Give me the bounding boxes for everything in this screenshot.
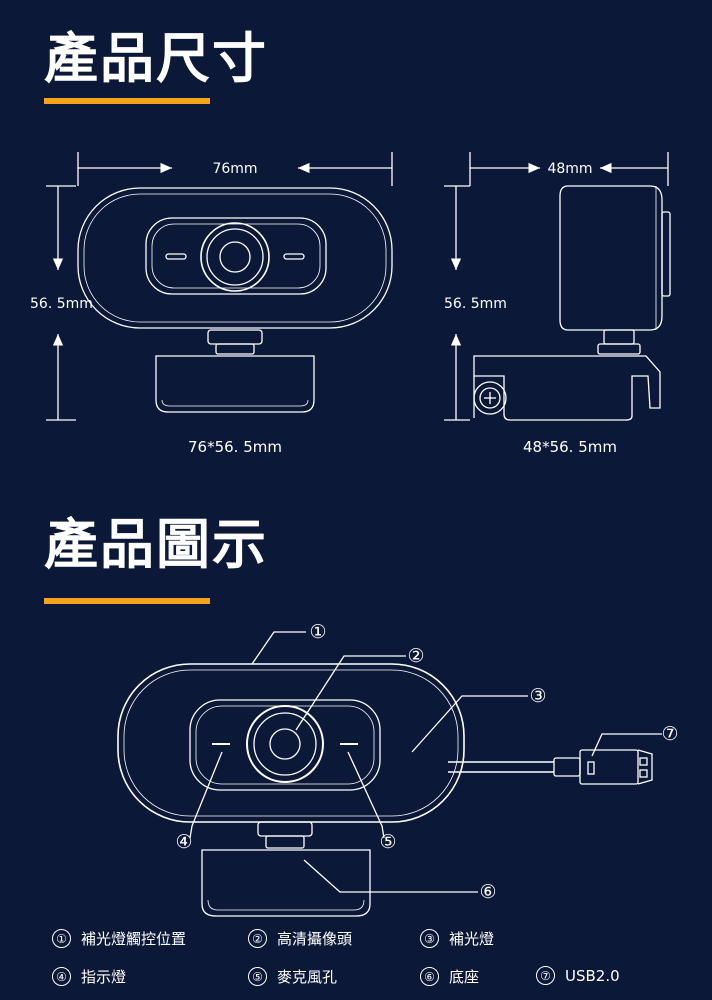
lens-ring	[200, 222, 270, 292]
front-panel	[189, 699, 381, 791]
lens	[246, 705, 324, 783]
legend-item: ⑦ USB2.0	[536, 966, 620, 985]
callout-3: ③	[529, 685, 546, 707]
labeled-webcam-drawing	[117, 631, 662, 917]
legend-label: 補光燈觸控位置	[81, 930, 187, 948]
legend-label: 高清攝像頭	[277, 930, 353, 948]
legend-item: ③ 補光燈	[420, 928, 494, 949]
front-view-drawing	[46, 152, 393, 421]
legend-number: ④	[52, 967, 71, 986]
legend-item: ⑤ 麥克風孔	[248, 966, 337, 987]
webcam-body-front	[77, 187, 393, 329]
legend-item: ⑥ 底座	[420, 966, 479, 987]
legend-item: ④ 指示燈	[52, 966, 126, 987]
legend-item: ① 補光燈觸控位置	[52, 928, 186, 949]
front-height-label: 56. 5mm	[30, 296, 93, 312]
legend-number: ①	[52, 929, 71, 948]
front-width-label: 76mm	[212, 161, 257, 177]
callout-7: ⑦	[661, 723, 678, 745]
side-caption: 48*56. 5mm	[523, 438, 617, 456]
side-width-label: 48mm	[547, 161, 592, 177]
hinge-screw	[473, 381, 507, 415]
legend-number: ③	[420, 929, 439, 948]
callout-5: ⑤	[379, 831, 396, 853]
legend-label: 補光燈	[449, 930, 495, 948]
callout-1: ①	[309, 621, 326, 643]
base-side	[473, 355, 661, 421]
legend-number: ⑦	[536, 966, 555, 985]
legend-label: USB2.0	[565, 966, 620, 985]
legend-item: ② 高清攝像頭	[248, 928, 352, 949]
legend-number: ②	[248, 929, 267, 948]
section-title-dimensions: 產品尺寸	[44, 27, 268, 90]
base	[201, 849, 371, 917]
legend-label: 指示燈	[81, 968, 127, 986]
callout-6: ⑥	[479, 881, 496, 903]
legend-label: 底座	[449, 968, 480, 986]
section-title-diagram: 產品圖示	[44, 513, 268, 576]
usb-plug	[579, 749, 639, 785]
callout-2: ②	[407, 645, 424, 667]
webcam-body	[117, 663, 465, 823]
front-caption: 76*56. 5mm	[188, 438, 282, 456]
base-front	[155, 355, 315, 413]
title-underline	[44, 598, 210, 604]
legend-label: 麥克風孔	[277, 968, 338, 986]
title-underline	[44, 98, 210, 104]
legend-number: ⑤	[248, 967, 267, 986]
front-panel	[145, 217, 327, 295]
webcam-body-side	[559, 185, 663, 331]
side-view-drawing	[444, 152, 671, 421]
callout-4: ④	[175, 831, 192, 853]
side-height-label: 56. 5mm	[444, 296, 507, 312]
legend-number: ⑥	[420, 967, 439, 986]
